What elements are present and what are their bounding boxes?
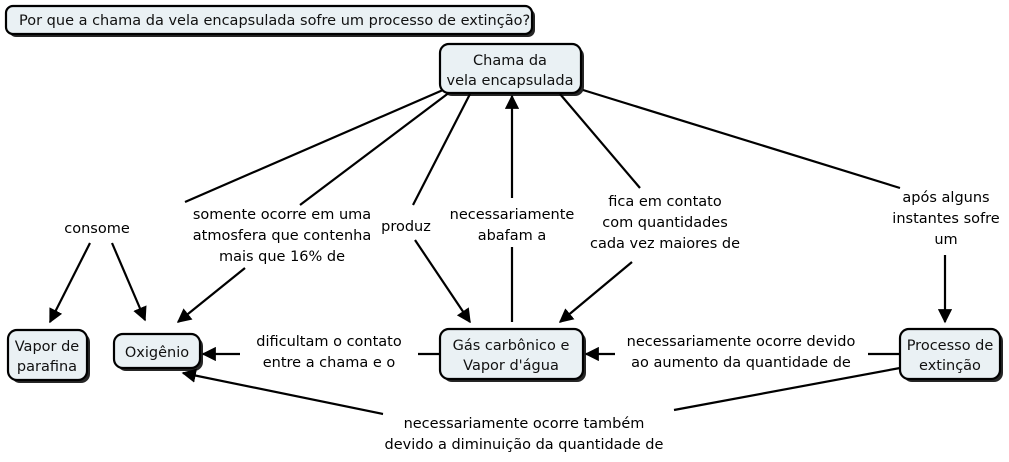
svg-text:entre a chama e o: entre a chama e o: [263, 355, 396, 371]
svg-text:um: um: [934, 232, 957, 248]
link-label-dificultam: dificultam o contato entre a chama e o: [256, 334, 402, 371]
edge-layer: [49, 88, 953, 416]
focus-question-text: Por que a chama da vela encapsulada sofr…: [19, 13, 530, 29]
link-label-fica-contato: fica em contato com quantidades cada vez…: [590, 194, 740, 252]
edge-produz-to-gas: [414, 239, 471, 324]
svg-text:instantes sofre: instantes sofre: [892, 211, 999, 227]
svg-text:dificultam o contato: dificultam o contato: [256, 334, 402, 350]
node-label-line2: vela encapsulada: [447, 73, 574, 89]
edge-root-to-consome: [184, 88, 444, 204]
edge-root-to-somente-ocorre: [299, 91, 451, 206]
edge-consome-to-oxigenio: [110, 242, 147, 322]
svg-text:necessariamente: necessariamente: [450, 207, 575, 223]
edge-somente-ocorre-to-oxigenio: [176, 267, 246, 323]
svg-text:somente ocorre em uma: somente ocorre em uma: [193, 207, 371, 223]
svg-text:necessariamente ocorre devido: necessariamente ocorre devido: [627, 334, 856, 350]
node-label-line1: Chama da: [473, 53, 547, 69]
link-label-somente-ocorre: somente ocorre em uma atmosfera que cont…: [193, 207, 371, 265]
node-label-line2: extinção: [919, 358, 981, 374]
link-label-diminuicao: necessariamente ocorre também devido a d…: [385, 416, 664, 453]
node-vapor-de-parafina[interactable]: Vapor de parafina: [6, 328, 90, 383]
svg-text:produz: produz: [381, 219, 431, 235]
svg-text:abafam a: abafam a: [478, 228, 547, 244]
node-label-line2: parafina: [17, 359, 77, 375]
link-label-layer: consome somente ocorre em uma atmosfera …: [64, 190, 1000, 453]
focus-question-box[interactable]: Por que a chama da vela encapsulada sofr…: [4, 4, 535, 37]
svg-text:cada vez maiores de: cada vez maiores de: [590, 236, 740, 252]
node-label-line1: Vapor de: [15, 339, 80, 355]
node-oxigenio[interactable]: Oxigênio: [112, 332, 203, 371]
node-label-line2: Vapor d'água: [463, 358, 559, 374]
edge-root-to-produz: [412, 93, 471, 206]
link-label-consome: consome: [64, 221, 130, 237]
svg-text:fica em contato: fica em contato: [608, 194, 722, 210]
edge-root-to-fica-contato: [559, 93, 641, 189]
edge-diminuicao-to-oxigenio: [181, 368, 384, 416]
link-label-aumento: necessariamente ocorre devido ao aumento…: [627, 334, 856, 371]
edge-fica-contato-to-gas: [558, 261, 633, 323]
node-gas-carbonico-vapor-agua[interactable]: Gás carbônico e Vapor d'água: [438, 327, 586, 382]
link-label-apos-alguns: após alguns instantes sofre um: [892, 190, 999, 248]
edge-consome-to-vapor: [49, 242, 91, 324]
svg-text:consome: consome: [64, 221, 130, 237]
svg-text:mais que 16% de: mais que 16% de: [219, 249, 345, 265]
node-processo-de-extincao[interactable]: Processo de extinção: [898, 327, 1003, 382]
svg-text:com quantidades: com quantidades: [602, 215, 728, 231]
svg-text:após alguns: após alguns: [902, 190, 989, 206]
link-label-produz: produz: [381, 219, 431, 235]
node-layer: Por que a chama da vela encapsulada sofr…: [4, 4, 1003, 383]
svg-text:devido a diminuição da quantid: devido a diminuição da quantidade de: [385, 437, 664, 453]
edge-root-to-apos-alguns: [582, 88, 901, 190]
node-chama-da-vela-encapsulada[interactable]: Chama da vela encapsulada: [438, 42, 584, 96]
svg-text:necessariamente ocorre também: necessariamente ocorre também: [404, 416, 645, 432]
node-label-line1: Oxigênio: [125, 345, 189, 361]
svg-text:atmosfera que contenha: atmosfera que contenha: [193, 228, 371, 244]
node-label-line1: Gás carbônico e: [453, 338, 570, 354]
edge-processo-to-diminuicao: [673, 366, 901, 412]
svg-text:ao aumento da quantidade de: ao aumento da quantidade de: [631, 355, 851, 371]
node-label-line1: Processo de: [907, 338, 994, 354]
link-label-abafam: necessariamente abafam a: [450, 207, 575, 244]
